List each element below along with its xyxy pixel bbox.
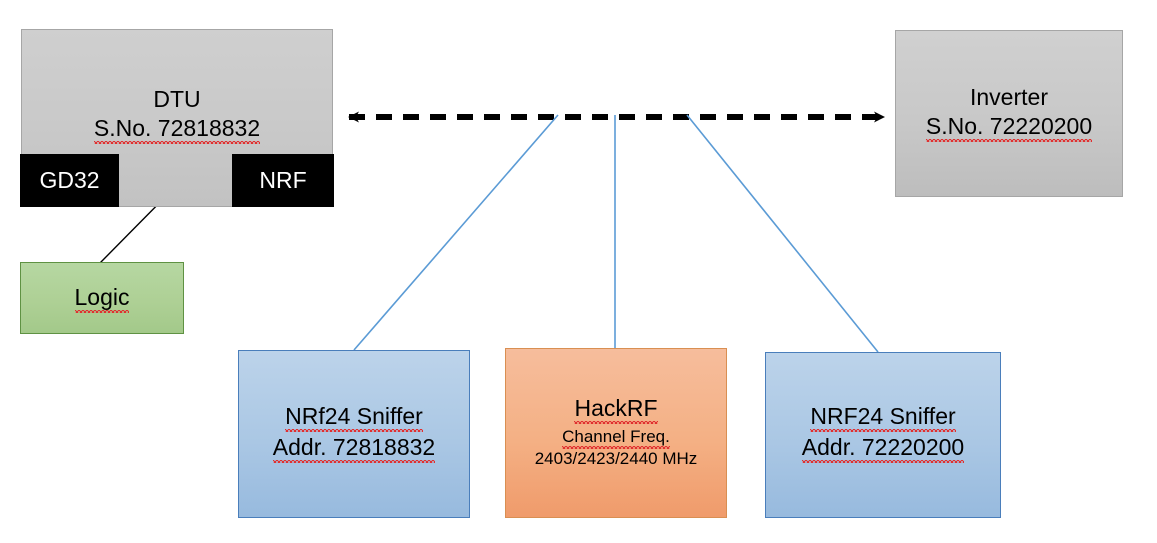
- hackrf-frequencies: 2403/2423/2440 MHz: [534, 449, 698, 469]
- inverter-serial: S.No. 72220200: [925, 113, 1093, 143]
- node-logic[interactable]: Logic: [20, 262, 184, 334]
- inverter-title: Inverter: [970, 84, 1048, 110]
- sniffer-left-address-text: Addr. 72818832: [272, 434, 436, 464]
- dtu-title: DTU: [153, 86, 201, 112]
- hackrf-subtitle: Channel Freq.: [562, 427, 670, 450]
- node-inverter[interactable]: Inverter S.No. 72220200: [895, 30, 1123, 197]
- sniffer-left-title-text: NRf24 Sniffer: [285, 403, 423, 433]
- sniffer-right-title: NRF24 Sniffer: [810, 403, 956, 433]
- connector-sniffer-left-tap: [353, 114, 559, 351]
- node-nrf[interactable]: NRF: [232, 154, 334, 207]
- hackrf-subtitle-text: Channel Freq.: [562, 427, 670, 450]
- sniffer-right-title-text: NRF24 Sniffer: [810, 403, 956, 433]
- dtu-serial-text: S.No. 72818832: [93, 115, 261, 145]
- hackrf-title-text: HackRF: [574, 395, 658, 425]
- hackrf-title: HackRF: [574, 395, 658, 425]
- nrf-label: NRF: [259, 167, 307, 193]
- node-sniffer-right[interactable]: NRF24 Sniffer Addr. 72220200: [765, 352, 1001, 518]
- inverter-serial-text: S.No. 72220200: [925, 113, 1093, 143]
- node-hackrf[interactable]: HackRF Channel Freq. 2403/2423/2440 MHz: [505, 348, 727, 518]
- gd32-label: GD32: [39, 167, 100, 193]
- dtu-serial: S.No. 72818832: [93, 115, 261, 145]
- connector-sniffer-right-tap: [686, 114, 879, 353]
- logic-label: Logic: [74, 284, 129, 314]
- sniffer-right-address: Addr. 72220200: [801, 434, 965, 464]
- node-gd32[interactable]: GD32: [20, 154, 119, 207]
- sniffer-left-address: Addr. 72818832: [272, 434, 436, 464]
- node-sniffer-left[interactable]: NRf24 Sniffer Addr. 72818832: [238, 350, 470, 518]
- sniffer-right-address-text: Addr. 72220200: [801, 434, 965, 464]
- sniffer-left-title: NRf24 Sniffer: [285, 403, 423, 433]
